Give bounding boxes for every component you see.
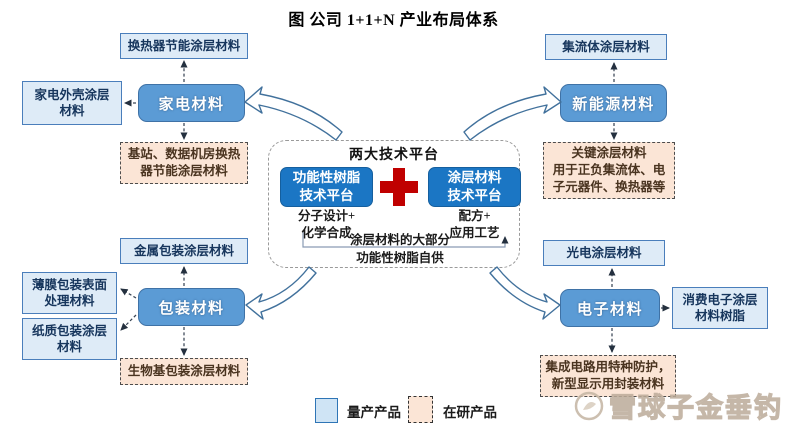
self-supply-note-line2: 功能性树脂自供 — [356, 251, 444, 265]
legend-label-in-research: 在研产品 — [443, 404, 497, 420]
arrow-to-new-energy — [463, 86, 562, 141]
node-electronic-materials: 电子材料 — [560, 289, 660, 327]
functional-resin-platform: 功能性树脂 技术平台 — [280, 167, 373, 207]
two-platforms-title: 两大技术平台 — [349, 148, 439, 163]
box-optoelectronic-coating: 光电涂层材料 — [543, 240, 665, 266]
box-appliance-shell-coating: 家电外壳涂层 材料 — [22, 81, 122, 125]
box-metal-packaging-coating: 金属包装涂层材料 — [120, 238, 248, 264]
legend-label-mass-production: 量产产品 — [347, 404, 401, 420]
box-bio-based-packaging-coating: 生物基包装涂层材料 — [120, 358, 248, 385]
arrow-to-packaging — [245, 266, 317, 320]
legend-swatch-in-research — [408, 396, 433, 423]
box-ic-protection-materials: 集成电路用特种防护， 新型显示用封装材料 — [540, 355, 676, 397]
box-current-collector-coating: 集流体涂层材料 — [545, 34, 667, 60]
box-key-coating-materials: 关键涂层材料 用于正负集流体、电 子元器件、换热器等 — [543, 142, 675, 199]
node-new-energy-materials: 新能源材料 — [560, 84, 667, 122]
legend-swatch-mass-production — [315, 398, 338, 423]
diagram-title: 图 公司 1+1+N 产业布局体系 — [288, 12, 499, 29]
watermark: 雪球子金垂钓 — [573, 386, 783, 425]
xueqiu-logo-icon — [574, 391, 604, 420]
box-consumer-electronics-resin: 消费电子涂层 材料树脂 — [672, 287, 768, 329]
arrow-to-appliance — [244, 86, 343, 141]
plus-icon — [379, 167, 419, 207]
self-supply-note-line1: 涂层材料的大部分 — [349, 233, 450, 247]
box-film-packaging-surface: 薄膜包装表面 处理材料 — [22, 272, 117, 314]
arrow-to-electronics — [489, 266, 561, 320]
box-paper-packaging-coating: 纸质包装涂层 材料 — [22, 318, 117, 360]
coating-material-platform: 涂层材料 技术平台 — [428, 167, 521, 207]
node-packaging-materials: 包装材料 — [138, 288, 245, 326]
watermark-text: 雪球子金垂钓 — [608, 392, 783, 423]
box-base-station-coating: 基站、数据机房换热 器节能涂层材料 — [120, 142, 248, 184]
box-heat-exchanger-coating: 换热器节能涂层材料 — [120, 33, 248, 59]
node-appliance-materials: 家电材料 — [138, 84, 245, 122]
